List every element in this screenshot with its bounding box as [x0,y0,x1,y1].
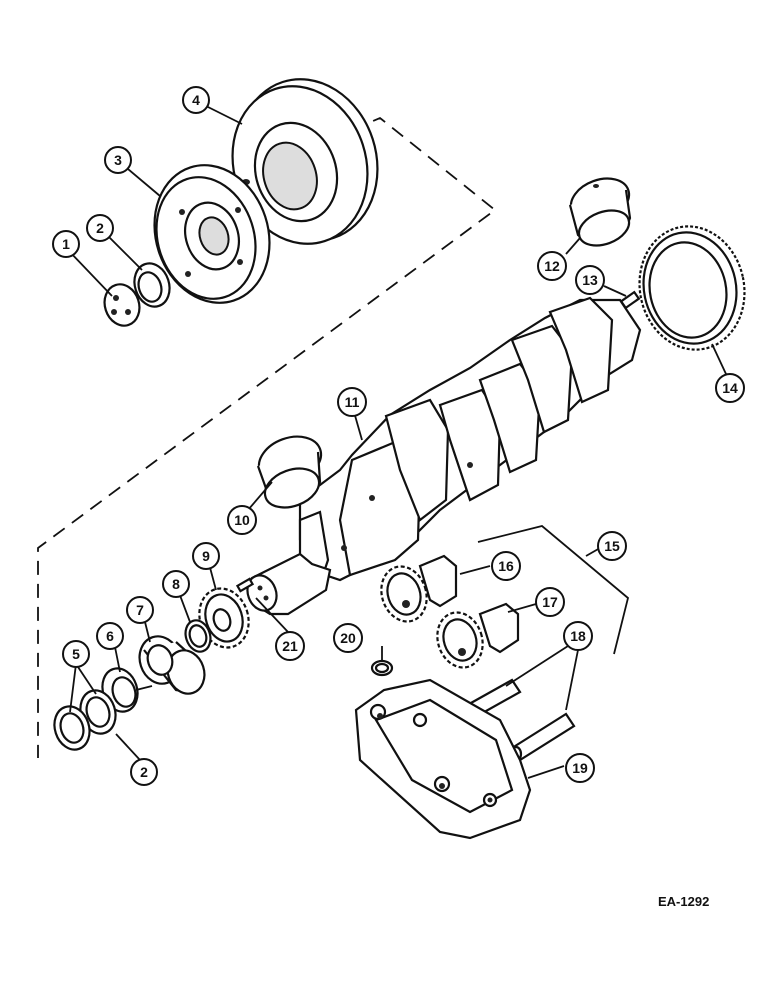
part-ring-gear [638,225,746,351]
callout-1: 1 [52,230,80,258]
part-key [235,577,255,593]
svg-text:10: 10 [234,512,250,528]
part-balancer-housing [354,678,532,840]
callout-5: 5 [62,640,90,668]
leader-lines [67,103,727,779]
svg-text:12: 12 [544,258,560,274]
part-spacer-ring [133,262,171,308]
part-damper-hub [153,164,271,304]
callout-13: 13 [575,265,605,295]
svg-text:2: 2 [140,764,148,780]
callout-12: 12 [537,251,567,281]
callout-19: 19 [565,753,595,783]
svg-text:14: 14 [722,380,738,396]
svg-text:2: 2 [96,220,104,236]
callout-2: 2 [86,214,114,242]
svg-text:1: 1 [62,236,70,252]
callout-15: 15 [597,531,627,561]
part-sleeve [138,635,206,695]
svg-text:5: 5 [72,646,80,662]
svg-text:4: 4 [192,92,200,108]
svg-text:20: 20 [340,630,356,646]
svg-text:7: 7 [136,602,144,618]
callout-16: 16 [491,551,521,581]
part-o-ring [370,659,394,677]
part-rear-bearing [568,177,632,247]
callout-14: 14 [715,373,745,403]
part-timing-gear [198,587,250,649]
callout-8: 8 [162,570,190,598]
svg-text:21: 21 [282,638,298,654]
part-front-rings [53,689,117,751]
callout-9: 9 [192,542,220,570]
callout-7: 7 [126,596,154,624]
svg-text:11: 11 [345,394,360,410]
callout-4: 4 [182,86,210,114]
callout-10: 10 [227,505,257,535]
svg-text:13: 13 [582,272,598,288]
svg-text:15: 15 [604,538,620,554]
callout-labels: 1 2 3 4 5 6 7 8 9 10 11 12 13 14 15 16 1… [52,86,745,786]
part-balancer-gear-lower [436,602,520,669]
reference-code: EA-1292 [658,894,709,909]
svg-text:16: 16 [498,558,514,574]
callout-6: 6 [96,622,124,650]
svg-text:9: 9 [202,548,210,564]
svg-text:3: 3 [114,152,122,168]
callout-2-lower: 2 [130,758,158,786]
svg-text:6: 6 [106,628,114,644]
callout-3: 3 [104,146,132,174]
part-front-stub [246,552,332,616]
callout-18: 18 [563,621,593,651]
svg-text:19: 19 [572,760,588,776]
part-main-bearing [256,435,323,509]
callout-21: 21 [275,631,305,661]
part-balancer-gear-upper [380,554,458,623]
part-crankshaft [298,296,642,600]
callout-17: 17 [535,587,565,617]
callout-20: 20 [333,623,363,653]
svg-text:17: 17 [542,594,558,610]
part-snap-ring [184,619,212,653]
part-washer [103,283,141,327]
svg-text:18: 18 [570,628,586,644]
svg-text:8: 8 [172,576,180,592]
dashed-group-bracket [37,116,497,758]
callout-11: 11 [337,387,367,417]
